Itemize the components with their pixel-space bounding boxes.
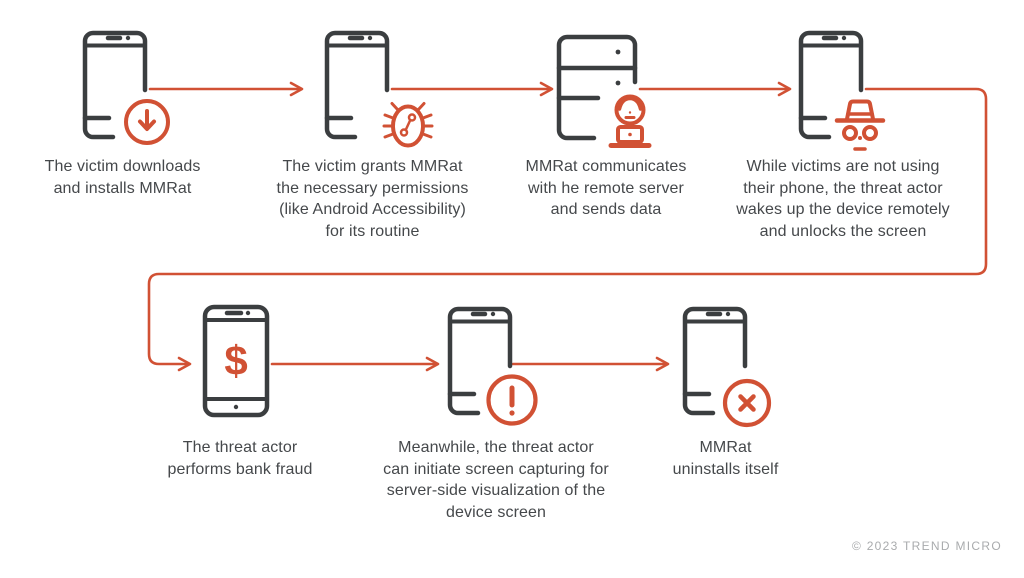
smartphone-icon: $ — [202, 304, 270, 418]
alert-circle-icon — [484, 372, 540, 428]
arrowhead — [289, 81, 304, 97]
step1-caption: The victim downloads and installs MMRat — [44, 158, 201, 197]
step5-caption: The threat actor performs bank fraud — [167, 439, 313, 478]
copyright-notice: © 2023 TREND MICRO — [851, 539, 1002, 553]
smartphone-icon — [82, 30, 148, 140]
uninstall-x-circle-icon — [720, 376, 774, 430]
server-icon — [556, 34, 638, 144]
arrowhead — [655, 356, 670, 372]
dollar-sign: $ — [224, 337, 247, 384]
threat-actor-laptop-icon — [598, 92, 662, 152]
arrowhead — [777, 81, 792, 97]
arrowhead — [539, 81, 554, 97]
smartphone-icon — [447, 306, 513, 416]
arrow-step4-to-step5-wrap — [147, 87, 988, 366]
step7-caption: MMRat uninstalls itself — [672, 439, 779, 478]
download-circle-icon — [122, 97, 172, 147]
malware-bug-icon — [381, 97, 435, 151]
step4-caption: While victims are not using their phone,… — [736, 158, 950, 240]
step2-caption: The victim grants MMRat the necessary pe… — [276, 158, 469, 240]
smartphone-icon — [324, 30, 390, 140]
step3-caption: MMRat communicates with he remote server… — [525, 158, 687, 218]
arrowhead — [425, 356, 440, 372]
smartphone-icon — [798, 30, 864, 140]
smartphone-icon — [682, 306, 748, 416]
step6-caption: Meanwhile, the threat actor can initiate… — [383, 439, 609, 521]
spy-incognito-icon — [830, 94, 890, 152]
arrowhead — [177, 356, 192, 372]
